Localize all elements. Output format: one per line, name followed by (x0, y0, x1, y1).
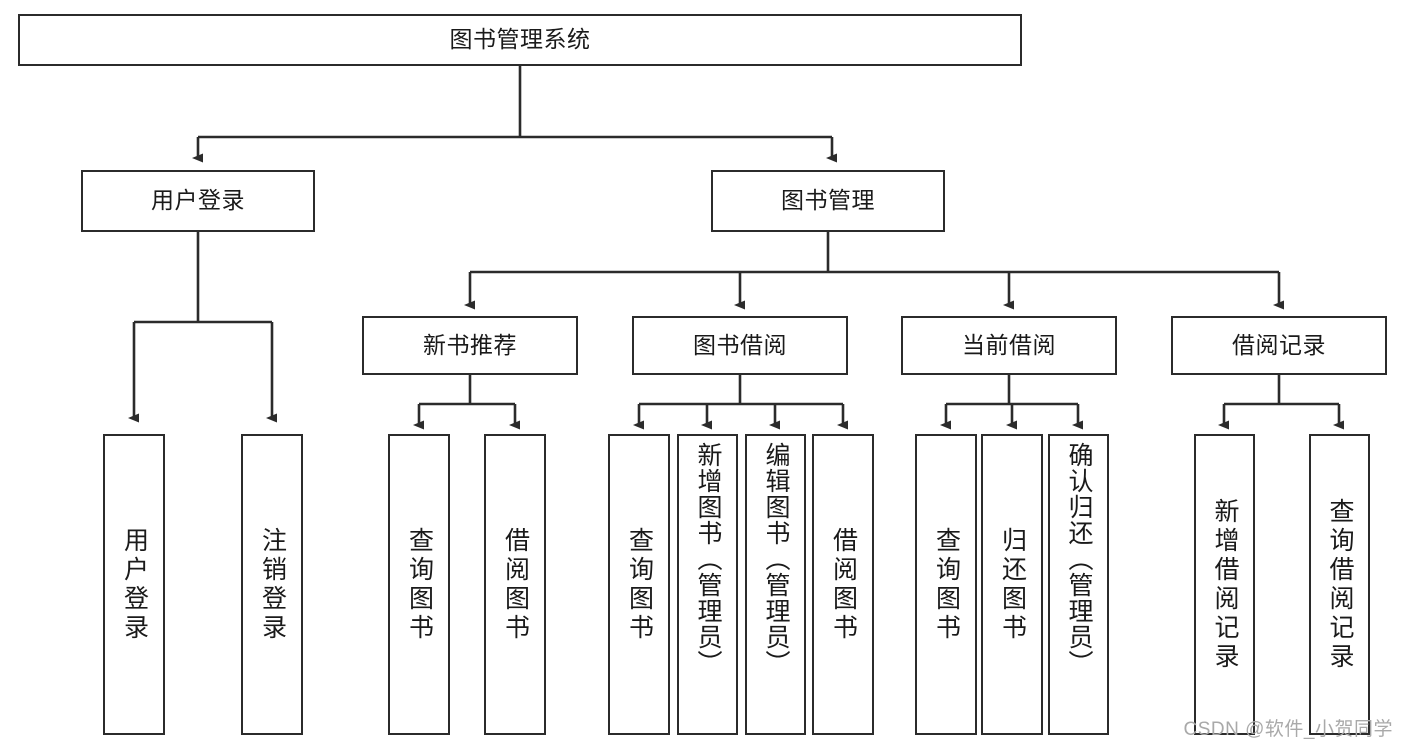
node-book-manage[interactable]: 图书管理 (711, 170, 945, 232)
node-leaf-return-book[interactable]: 归还图书 (981, 434, 1043, 735)
node-root[interactable]: 图书管理系统 (18, 14, 1022, 66)
node-leaf-logout-label: 注销登录 (258, 526, 287, 643)
node-user-login[interactable]: 用户登录 (81, 170, 315, 232)
node-leaf-add-borrow-record-label: 新增借阅记录 (1211, 497, 1239, 672)
node-leaf-borrow-book[interactable]: 借阅图书 (812, 434, 874, 735)
node-leaf-confirm-return-admin-label: 确认归还（管理员） (1065, 442, 1093, 676)
node-leaf-add-borrow-record[interactable]: 新增借阅记录 (1194, 434, 1255, 735)
node-leaf-borrow-book-rec-label: 借阅图书 (501, 526, 530, 643)
csdn-watermark: CSDN @软件_小贺同学 (1183, 719, 1393, 740)
node-leaf-query-book-rec-label: 查询图书 (405, 526, 434, 643)
node-book-borrow-label: 图书借阅 (693, 331, 787, 358)
node-borrow-record[interactable]: 借阅记录 (1171, 316, 1387, 375)
node-book-manage-label: 图书管理 (781, 187, 875, 214)
node-leaf-add-book-admin-label: 新增图书（管理员） (694, 442, 722, 676)
node-leaf-return-book-label: 归还图书 (998, 526, 1027, 643)
node-leaf-borrow-book-rec[interactable]: 借阅图书 (484, 434, 546, 735)
node-user-login-label: 用户登录 (151, 187, 245, 214)
node-current-borrow[interactable]: 当前借阅 (901, 316, 1117, 375)
node-new-book-recommend[interactable]: 新书推荐 (362, 316, 578, 375)
node-borrow-record-label: 借阅记录 (1232, 331, 1326, 358)
node-current-borrow-label: 当前借阅 (962, 331, 1056, 358)
node-leaf-query-book-current[interactable]: 查询图书 (915, 434, 977, 735)
node-root-label: 图书管理系统 (449, 26, 591, 53)
node-leaf-query-book-borrow[interactable]: 查询图书 (608, 434, 670, 735)
node-leaf-confirm-return-admin[interactable]: 确认归还（管理员） (1048, 434, 1109, 735)
node-leaf-logout[interactable]: 注销登录 (241, 434, 303, 735)
node-leaf-edit-book-admin-label: 编辑图书（管理员） (762, 442, 790, 676)
node-leaf-query-book-rec[interactable]: 查询图书 (388, 434, 450, 735)
node-leaf-user-login-label: 用户登录 (120, 526, 149, 643)
node-new-book-recommend-label: 新书推荐 (423, 331, 517, 358)
node-leaf-query-borrow-record[interactable]: 查询借阅记录 (1309, 434, 1370, 735)
node-leaf-edit-book-admin[interactable]: 编辑图书（管理员） (745, 434, 806, 735)
node-book-borrow[interactable]: 图书借阅 (632, 316, 848, 375)
node-leaf-user-login[interactable]: 用户登录 (103, 434, 165, 735)
node-leaf-query-book-current-label: 查询图书 (932, 526, 961, 643)
node-leaf-query-book-borrow-label: 查询图书 (625, 526, 654, 643)
node-leaf-add-book-admin[interactable]: 新增图书（管理员） (677, 434, 738, 735)
node-leaf-borrow-book-label: 借阅图书 (829, 526, 858, 643)
node-leaf-query-borrow-record-label: 查询借阅记录 (1326, 497, 1354, 672)
